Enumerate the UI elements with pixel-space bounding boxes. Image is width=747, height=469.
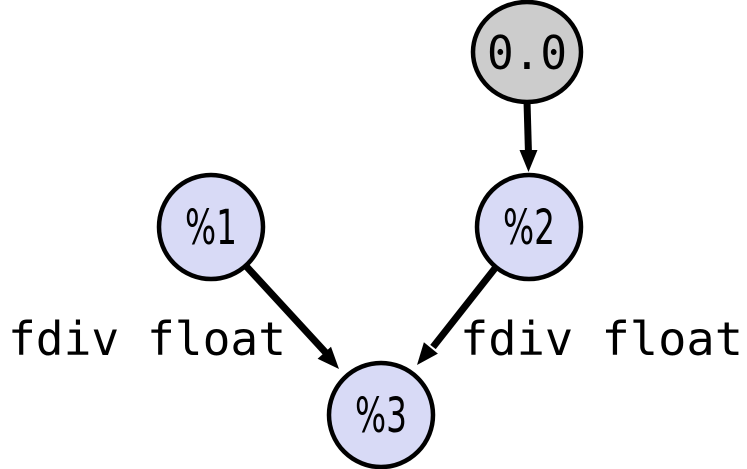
- edge-label-fdiv-left: fdiv float: [8, 312, 286, 366]
- arrowhead-icon: [317, 346, 339, 369]
- edge-v1-to-v3: [243, 263, 339, 369]
- node-v1-circle: [156, 172, 266, 282]
- edge-const-to-v2: [519, 100, 538, 172]
- edge-v2-to-v3: [417, 264, 499, 365]
- edge-line-v1-to-v3: [243, 263, 330, 357]
- node-v2-label: %2: [503, 200, 555, 256]
- node-v2: %2: [474, 172, 584, 282]
- node-v1: %1: [156, 172, 266, 282]
- edge-label-fdiv-right: fdiv float: [460, 312, 743, 366]
- edge-line-const-to-v2: [523, 100, 532, 155]
- node-v3-label: %3: [355, 388, 407, 444]
- arrowhead-icon: [519, 150, 538, 172]
- node-constant-0-0: 0.0: [470, 0, 584, 105]
- node-v1-label: %1: [185, 200, 237, 256]
- node-v3-circle: [326, 360, 436, 469]
- node-constant-0-0-circle: [470, 0, 584, 105]
- node-v3: %3: [326, 360, 436, 469]
- node-constant-0-0-label: 0.0: [487, 26, 567, 80]
- node-v2-circle: [474, 172, 584, 282]
- arrowhead-icon: [417, 342, 438, 365]
- edge-line-v2-to-v3: [430, 264, 499, 350]
